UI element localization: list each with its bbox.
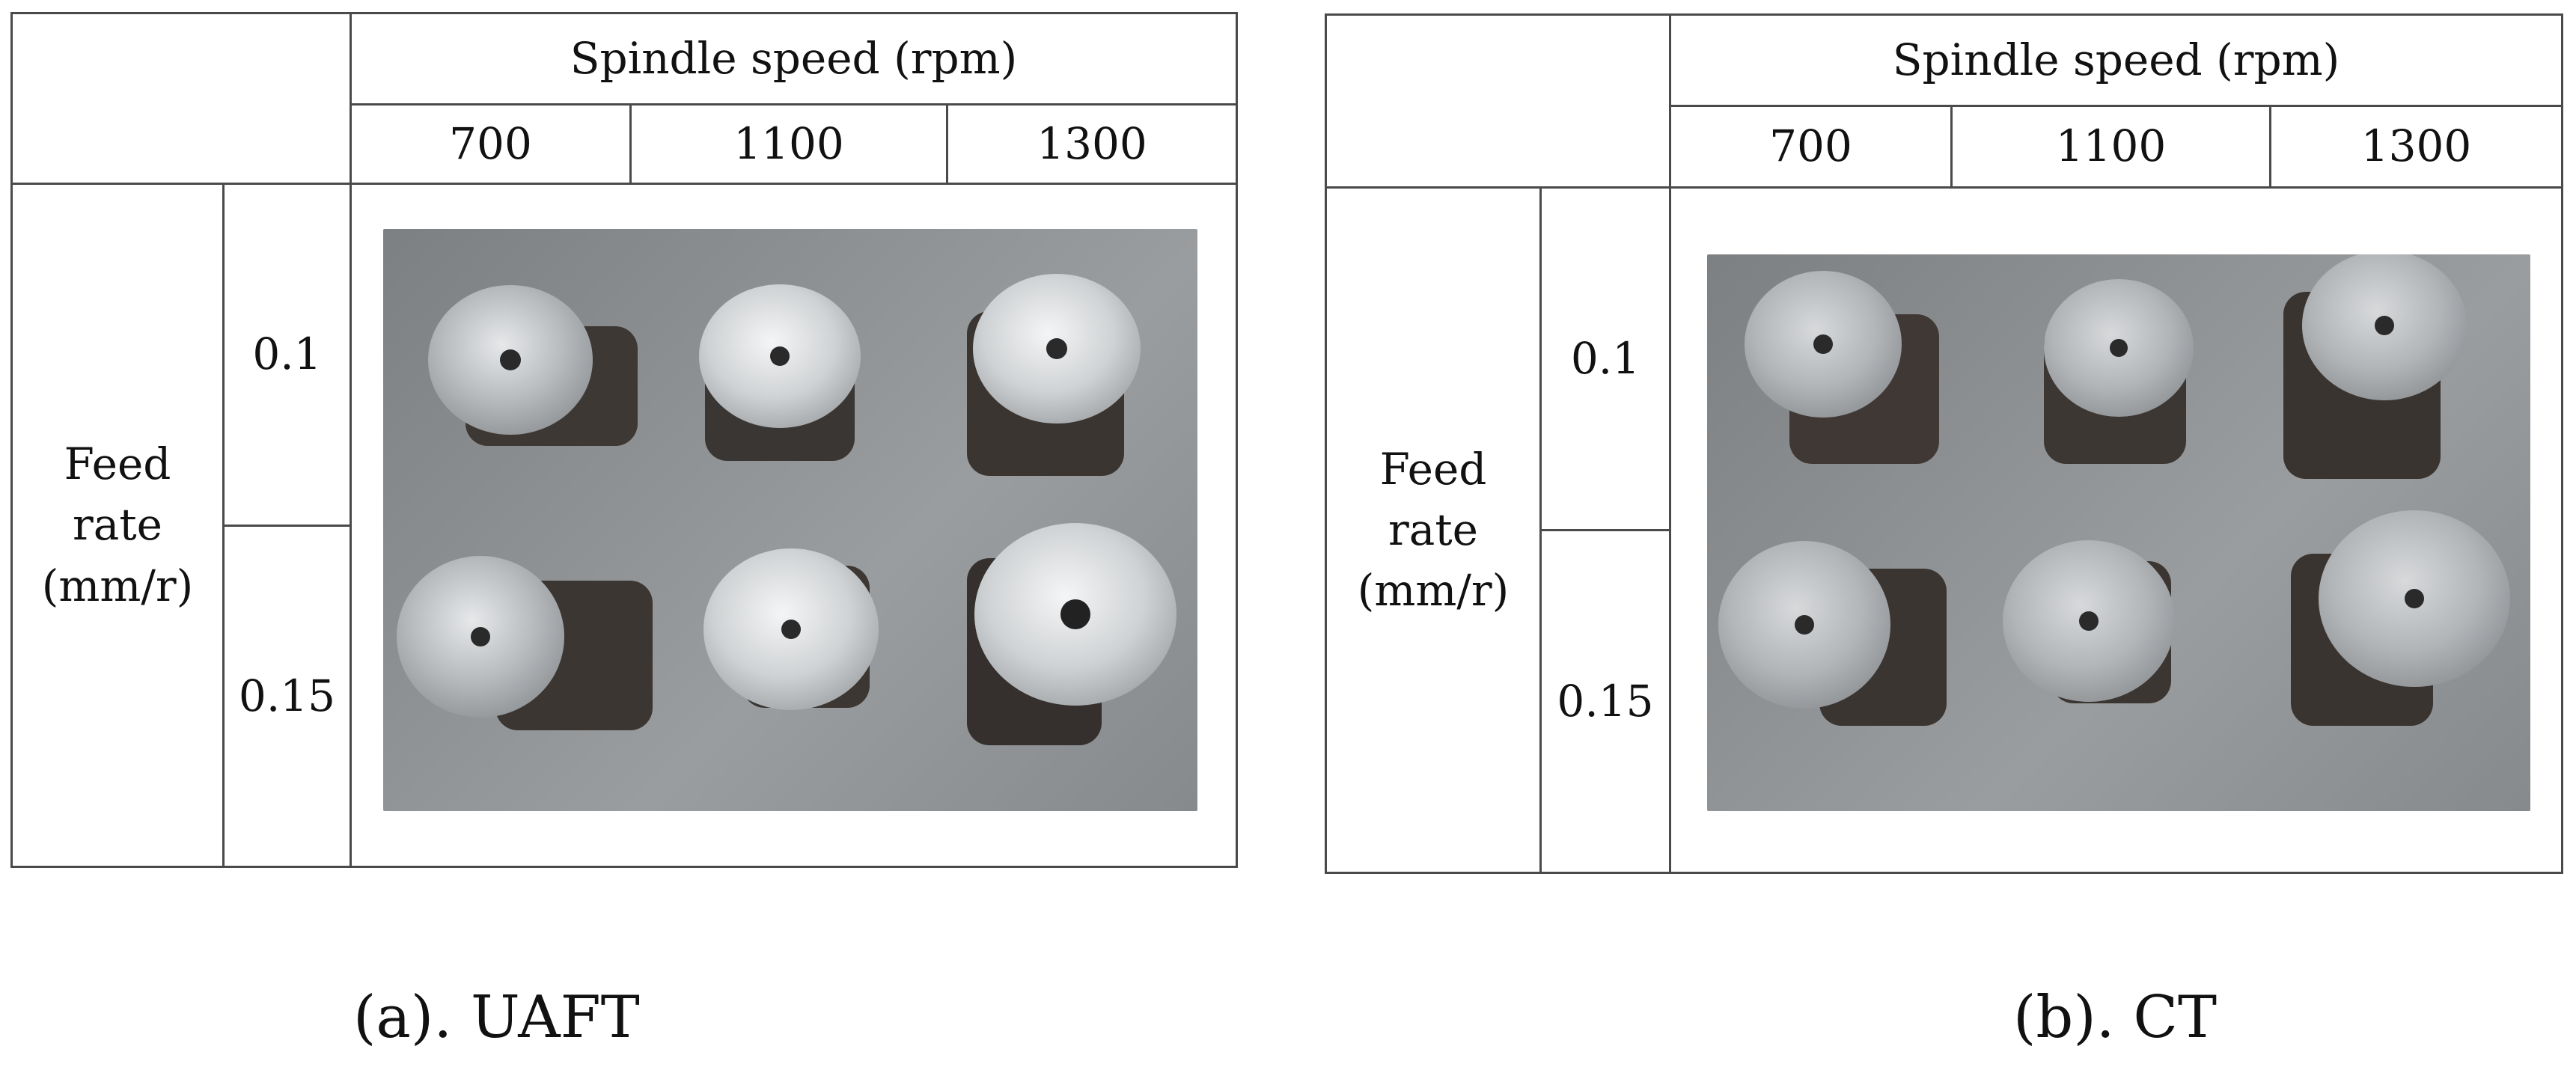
caption-ct: (b). CT — [2013, 984, 2218, 1051]
speed-1100: 1100 — [2055, 120, 2167, 172]
spindle-speed-header: Spindle speed (rpm) — [1892, 34, 2340, 85]
table-border-bottom — [10, 866, 1238, 868]
table-rule-speed-1 — [1950, 105, 1953, 186]
workpiece-r1c3 — [2283, 254, 2467, 479]
workpiece-r2c3 — [967, 523, 1176, 745]
feed-rate-line-3: (mm/r) — [1357, 565, 1510, 617]
sample-photo-ct — [1707, 254, 2530, 811]
feed-0-1: 0.1 — [1570, 332, 1640, 384]
table-rule-feed-split — [1539, 529, 1669, 531]
sample-photo-uaft — [383, 229, 1197, 811]
table-rule-header-mid — [350, 103, 1238, 106]
feed-rate-line-2: rate — [73, 499, 162, 551]
table-rule-speed-2 — [946, 103, 948, 183]
workpiece-illustration — [397, 274, 1176, 745]
workpiece-r1c1 — [1745, 271, 1939, 464]
feed-rate-label: Feed rate (mm/r) — [1327, 189, 1539, 872]
feed-rate-label: Feed rate (mm/r) — [13, 185, 222, 866]
table-rule-header-bottom — [1325, 186, 2563, 189]
workpiece-r2c2 — [2003, 540, 2175, 703]
table-rule-header-mid — [1669, 105, 2563, 107]
workpiece-r1c3 — [967, 274, 1141, 476]
table-rule-col-main — [350, 12, 352, 868]
workpiece-r2c1 — [1718, 541, 1947, 726]
feed-0-15: 0.15 — [238, 670, 336, 721]
speed-700: 700 — [1769, 120, 1852, 172]
table-border-bottom — [1325, 872, 2563, 874]
speed-1100: 1100 — [733, 117, 844, 169]
table-border-left — [1325, 13, 1327, 874]
workpiece-illustration — [1718, 254, 2510, 726]
feed-rate-line-1: Feed — [1379, 443, 1487, 495]
speed-1300: 1300 — [2360, 120, 2472, 172]
speed-1300: 1300 — [1037, 117, 1147, 169]
workpiece-r2c3 — [2291, 510, 2510, 726]
feed-rate-line-1: Feed — [64, 438, 171, 490]
table-border-top — [10, 12, 1238, 14]
feed-0-1: 0.1 — [252, 328, 322, 380]
spindle-speed-header: Spindle speed (rpm) — [570, 32, 1018, 84]
table-border-top — [1325, 13, 2563, 16]
table-border-right — [2561, 13, 2563, 874]
table-rule-col-feedval — [1539, 186, 1542, 874]
feed-rate-line-2: rate — [1388, 504, 1478, 555]
feed-0-15: 0.15 — [1557, 675, 1654, 727]
table-border-left — [10, 12, 13, 868]
speed-700: 700 — [449, 117, 532, 169]
table-rule-speed-2 — [2269, 105, 2271, 186]
workpiece-r1c2 — [699, 284, 861, 461]
table-border-right — [1236, 12, 1238, 868]
table-rule-header-bottom — [10, 183, 1238, 185]
table-rule-col-main — [1669, 13, 1671, 874]
feed-rate-line-3: (mm/r) — [41, 560, 194, 611]
caption-uaft: (a). UAFT — [353, 984, 640, 1051]
workpiece-r2c2 — [703, 548, 879, 710]
table-rule-col-feedval — [222, 183, 225, 868]
table-rule-speed-1 — [629, 103, 632, 183]
workpiece-r1c2 — [2044, 279, 2194, 464]
table-rule-feed-split — [222, 525, 350, 527]
workpiece-r2c1 — [397, 556, 653, 730]
workpiece-r1c1 — [428, 285, 638, 446]
